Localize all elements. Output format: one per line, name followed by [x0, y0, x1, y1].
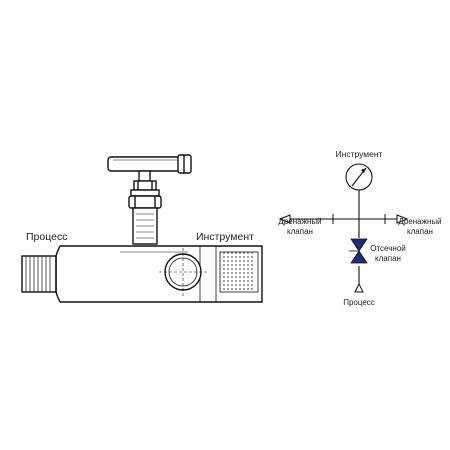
- valve-bonnet: [128, 195, 162, 245]
- schematic-label-process: Процесс: [343, 298, 375, 307]
- process-arrow-icon: [354, 282, 364, 293]
- shutoff-valve-icon: [349, 238, 368, 264]
- drain-arrow-right-icon: [396, 214, 409, 224]
- shutoff-label-1: Отсечной: [370, 244, 405, 253]
- valve-schematic: Инструмент Дренажный клапан Дренажный кл…: [278, 149, 441, 307]
- drawing-label-instrument: Инструмент: [196, 231, 254, 243]
- instrument-port: [159, 248, 207, 296]
- drain-left-label-2: клапан: [287, 227, 313, 236]
- t-handle: [107, 154, 192, 174]
- needle-valve-drawing: [21, 154, 263, 303]
- gauge-icon: [345, 163, 373, 191]
- drawing-label-process: Процесс: [26, 231, 67, 243]
- drain-right-label-2: клапан: [407, 227, 433, 236]
- drain-left-label-1: Дренажный: [278, 217, 321, 226]
- valve-stem: [130, 170, 160, 197]
- instrument-thread: [219, 251, 259, 293]
- schematic-label-instrument: Инструмент: [336, 149, 383, 159]
- shutoff-label-2: клапан: [375, 254, 401, 263]
- drain-right-label-1: Дренажный: [398, 217, 441, 226]
- drain-arrow-left-icon: [278, 214, 291, 224]
- process-thread: [21, 255, 57, 293]
